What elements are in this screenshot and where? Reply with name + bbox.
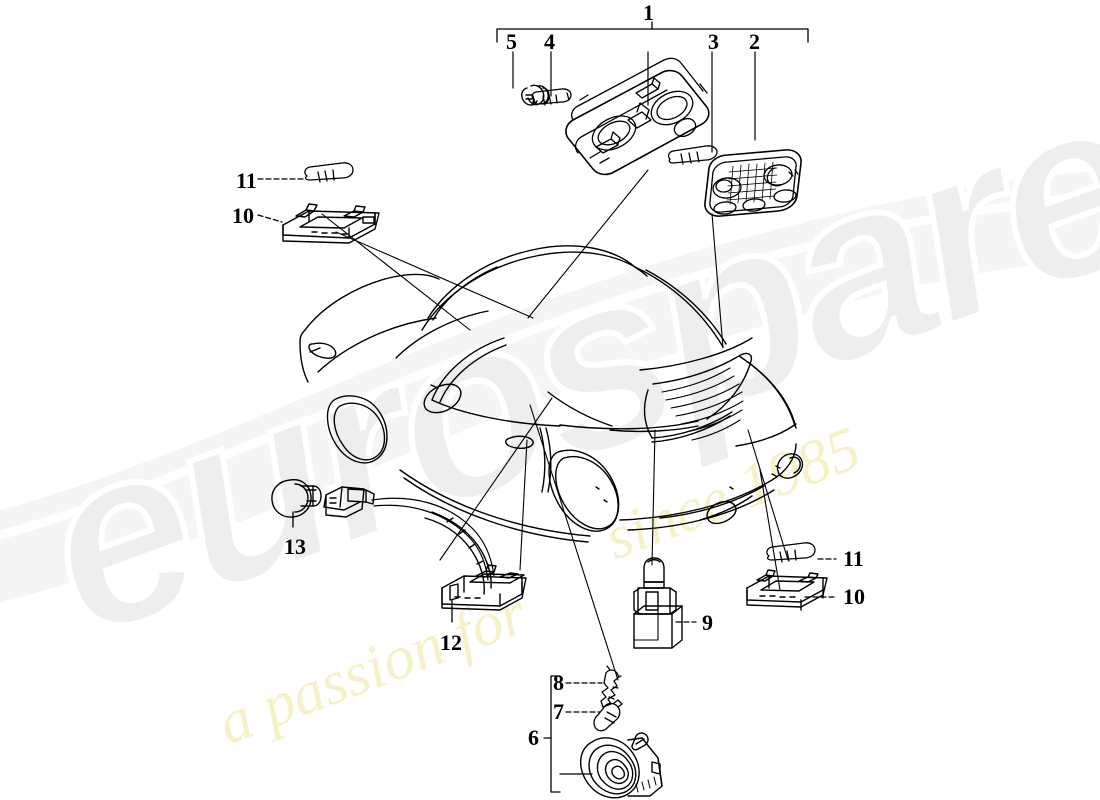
callout-1[interactable]: 1 [643,0,654,25]
callout-10-left[interactable]: 10 [232,203,254,228]
part-wiring-harness-lamp [323,486,527,611]
part-grommet-switch [271,478,322,518]
part-lamp-housing-right [746,569,828,611]
callout-12[interactable]: 12 [440,630,462,655]
part-lamp-housing-left [282,203,380,244]
part-bulb-left [304,162,354,183]
leader-10-left [257,214,283,223]
part-bulb-right [766,542,816,563]
callout-6[interactable]: 6 [528,725,539,750]
callout-3[interactable]: 3 [708,29,719,54]
callout-11-right[interactable]: 11 [843,546,864,571]
assembly-leader-lines [321,169,789,681]
callout-11-left[interactable]: 11 [236,168,257,193]
callout-9[interactable]: 9 [702,610,713,635]
bottom-group-bracket [543,675,561,793]
top-group-bracket [496,21,809,43]
callout-10-right[interactable]: 10 [843,584,865,609]
part-contact-spring [600,665,622,708]
part-door-contact-switch [633,557,683,649]
callout-5[interactable]: 5 [506,29,517,54]
car-body [299,245,804,543]
part-festoon-bulb [667,145,718,165]
part-lens-grille-cover [704,149,802,217]
part-lamp-assembly [580,732,663,799]
callout-2[interactable]: 2 [749,29,760,54]
part-bulb-socket [593,699,623,732]
callout-8[interactable]: 8 [553,670,564,695]
top-leader-lines [512,51,756,153]
callout-13[interactable]: 13 [284,534,306,559]
callout-7[interactable]: 7 [553,699,564,724]
part-interior-light-assembly [565,57,710,176]
part-festoon-bulb-small [531,88,572,106]
callout-4[interactable]: 4 [544,29,555,54]
